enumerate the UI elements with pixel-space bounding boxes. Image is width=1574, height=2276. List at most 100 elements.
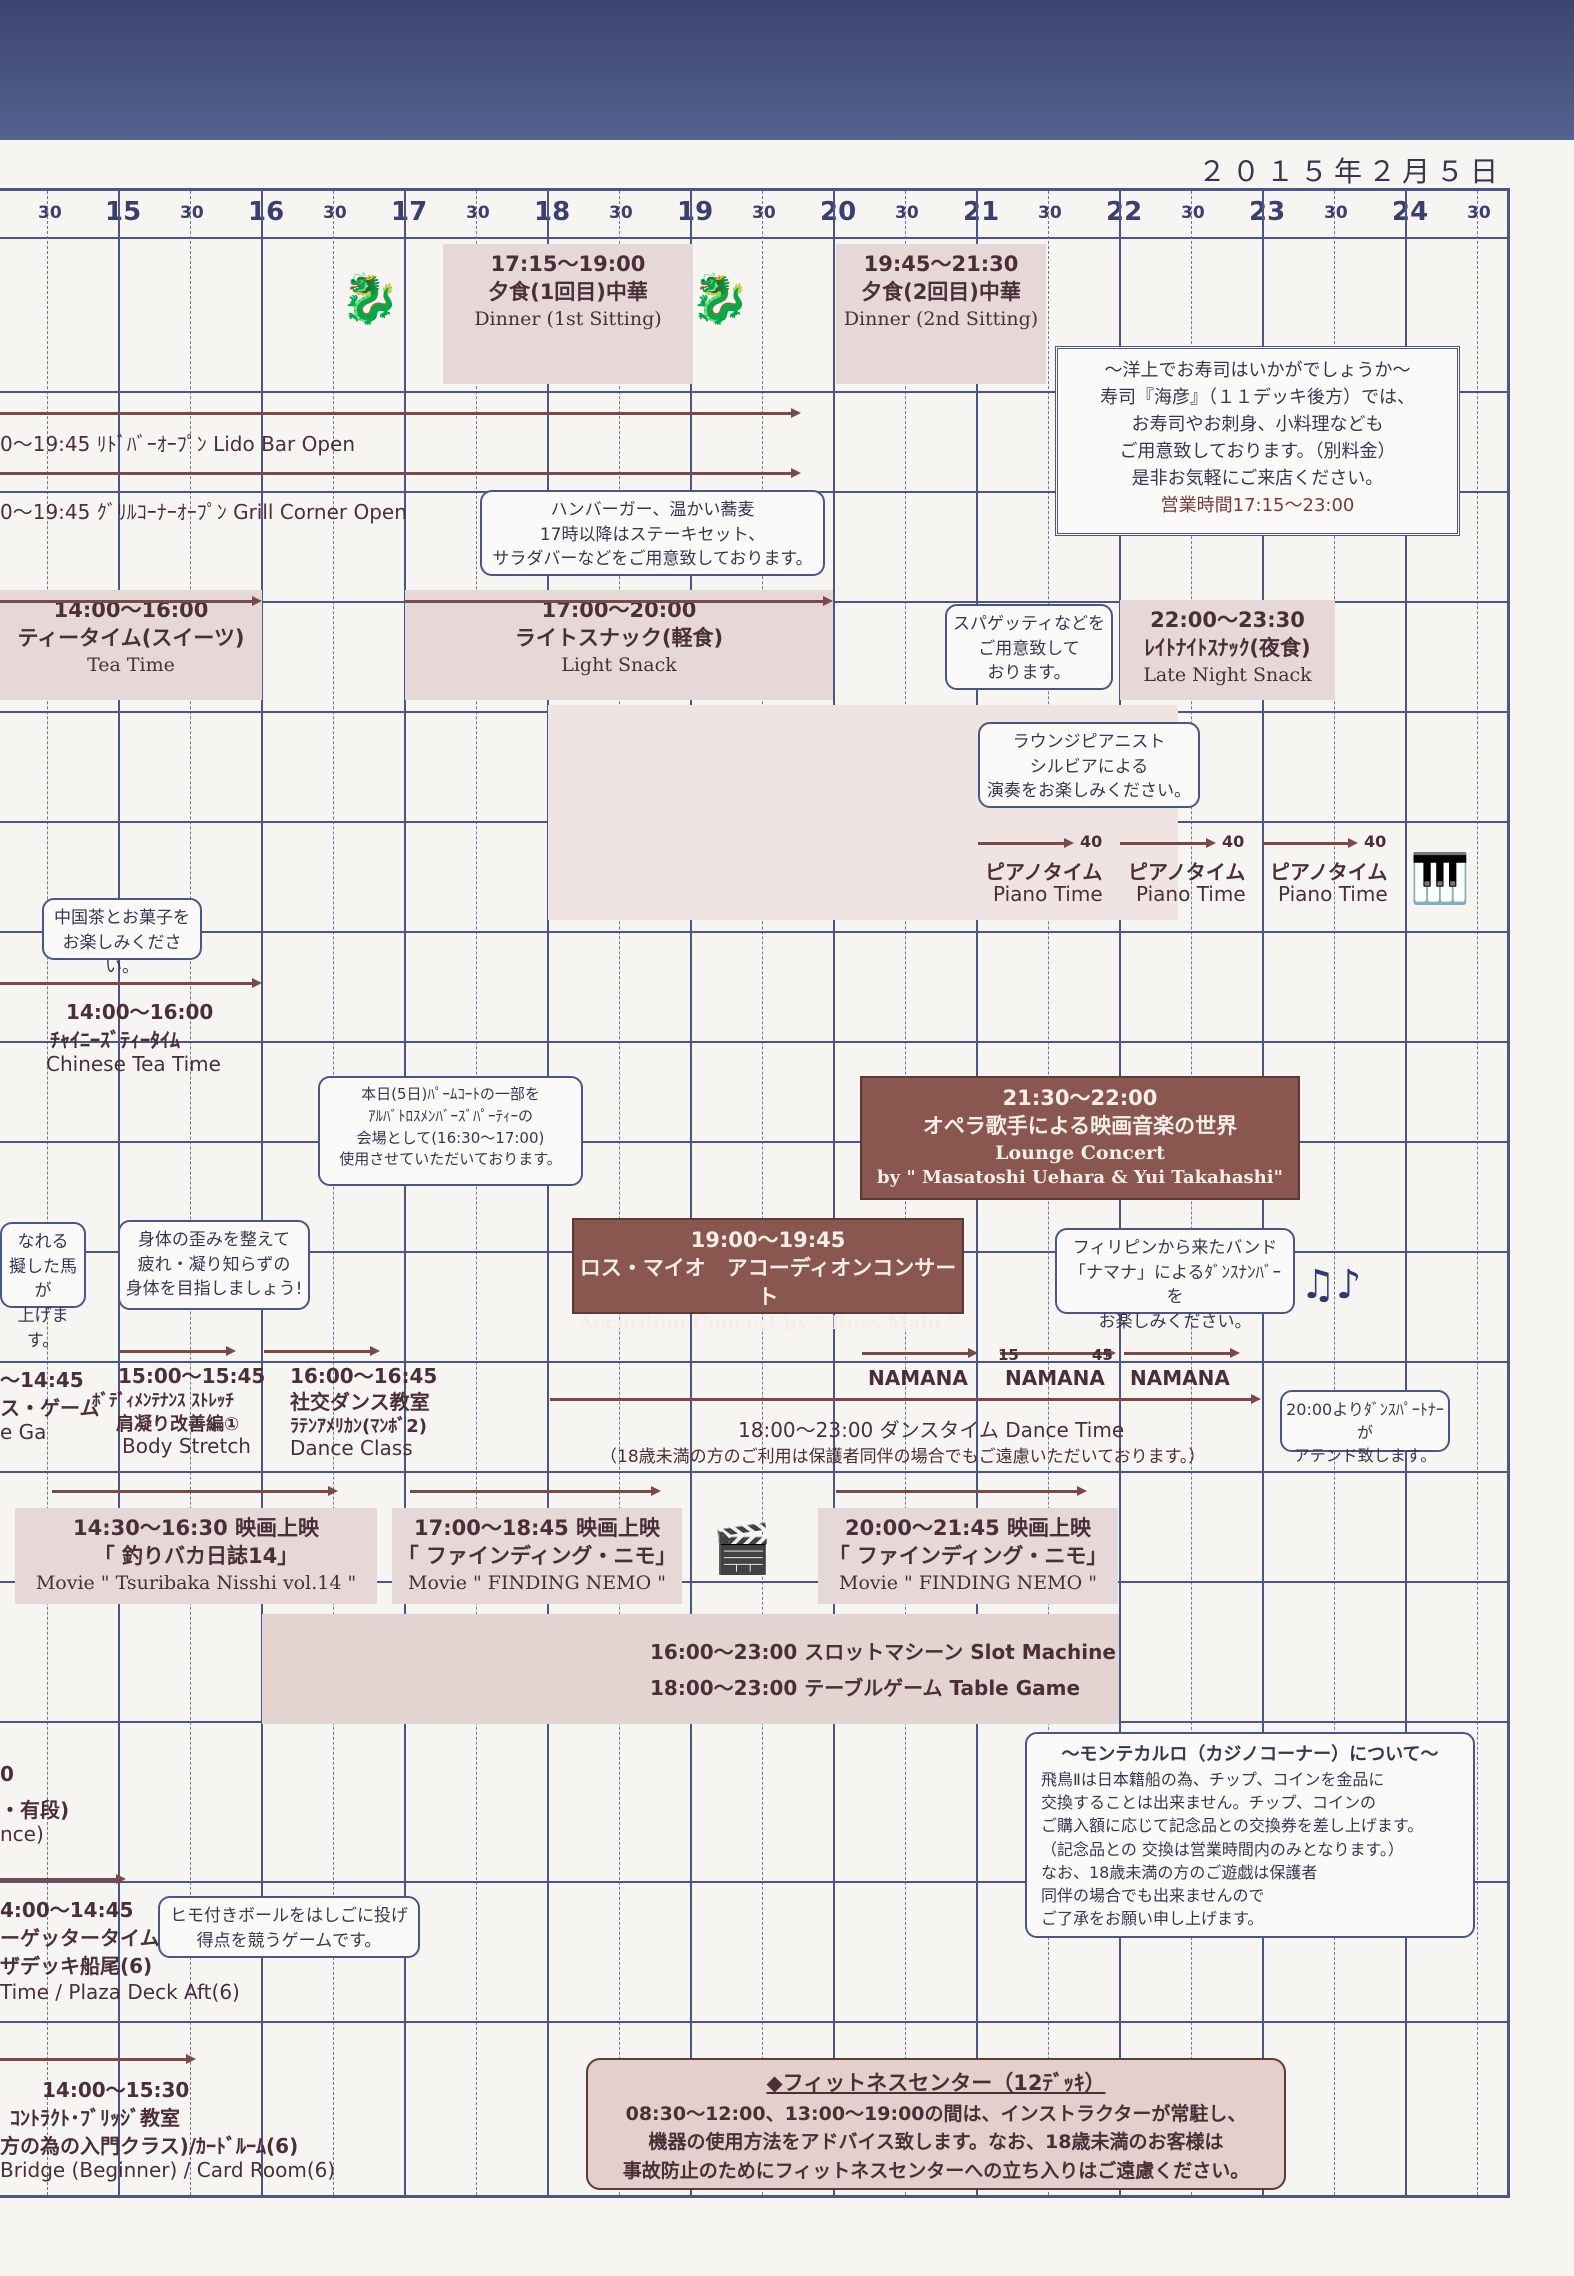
- dinner2-title: 夕食(2回目)中華: [861, 280, 1021, 305]
- sushi-notice: 〜洋上でお寿司はいかがでしょうか〜 寿司『海彦』（１１デッキ後方）では、 お寿司…: [1055, 346, 1460, 536]
- spaghetti-bubble: スパゲッティなどを ご用意致して おります。: [945, 604, 1113, 690]
- gate-en: Time / Plaza Deck Aft(6): [0, 1980, 240, 2004]
- movie3-title: 「 ファインディング・ニモ」: [828, 1544, 1108, 1569]
- bubble-line: 会場として(16:30〜17:00): [356, 1128, 545, 1147]
- opera-performers: by " Masatoshi Uehara & Yui Takahashi": [877, 1167, 1283, 1189]
- tick-21: 21: [963, 197, 1000, 227]
- tick-half: 30: [1038, 203, 1062, 223]
- bubble-line: なれる: [17, 1232, 69, 1252]
- tick-15: 15: [105, 197, 142, 227]
- header-band: [0, 0, 1574, 140]
- grill-arrow: [0, 468, 801, 478]
- bubble-line: スパゲッティなどを: [953, 614, 1105, 634]
- piano-min: 40: [1364, 832, 1387, 851]
- chinese-tea-title: ﾁｬｲﾆｰｽﾞﾃｨｰﾀｲﾑ: [50, 1028, 180, 1052]
- movie2-arrow: [410, 1486, 661, 1496]
- casino-line: 交換することは出来ません。チップ、コインの: [1041, 1793, 1377, 1813]
- horse-bubble: なれる 擬した馬が 上げます。: [0, 1222, 86, 1351]
- opera-time: 21:30〜22:00: [1002, 1086, 1158, 1110]
- tick-22: 22: [1106, 197, 1143, 227]
- piano-en: Piano Time: [993, 882, 1103, 906]
- bubble-line: ｱﾙﾊﾞﾄﾛｽﾒﾝﾊﾞｰｽﾞﾊﾟｰﾃｨｰの: [367, 1106, 533, 1125]
- light-en: Light Snack: [561, 653, 677, 676]
- bubble-line: お楽しみください。: [62, 932, 182, 978]
- casino-line: ご了承をお願い申し上げます。: [1041, 1909, 1264, 1929]
- late-title: ﾚｲﾄﾅｲﾄｽﾅｯｸ(夜食): [1144, 636, 1311, 661]
- fitness-line: 事故防止のためにフィットネスセンターへの立ち入りはご遠慮ください。: [622, 2159, 1250, 2182]
- tick-half: 30: [752, 203, 776, 223]
- fitness-center-notice: ◆フィットネスセンター（12ﾃﾞｯｷ） 08:30〜12:00、13:00〜19…: [586, 2058, 1286, 2190]
- sushi-hours: 営業時間17:15〜23:00: [1160, 495, 1355, 516]
- partner-bubble: 20:00よりﾀﾞﾝｽﾊﾟｰﾄﾅｰが アテンド致します。: [1280, 1390, 1450, 1465]
- bubble-line: 20:00よりﾀﾞﾝｽﾊﾟｰﾄﾅｰが: [1286, 1400, 1444, 1443]
- piano-min: 40: [1080, 832, 1103, 851]
- casino-line: なお、18歳未満の方のご遊戯は保護者: [1041, 1862, 1318, 1882]
- go-en-fragment: nce): [0, 1822, 44, 1846]
- lido-bar-open: 0〜19:45 ﾘﾄﾞﾊﾞｰｵｰﾌﾟﾝ Lido Bar Open: [0, 432, 356, 456]
- late-time: 22:00〜23:30: [1150, 608, 1305, 632]
- bubble-line: サラダバーなどをご用意致しております。: [492, 549, 813, 570]
- sushi-line: 寿司『海彦』（１１デッキ後方）では、: [1100, 387, 1415, 408]
- opera-title: オペラ歌手による映画音楽の世界: [922, 1114, 1238, 1139]
- time-ruler: 30 15 30 16 30 17 30 18 30 19 30 20 30 2…: [0, 191, 1507, 239]
- fitness-line: 08:30〜12:00、13:00〜19:00の間は、インストラクターが常駐し、: [625, 2102, 1247, 2125]
- namana-arrow: [1124, 1348, 1240, 1358]
- piano-icon: 🎹: [1410, 851, 1470, 907]
- bubble-line: 身体の歪みを整えて: [137, 1230, 291, 1250]
- tick-half: 30: [38, 203, 62, 223]
- game-en: e Ga: [0, 1420, 47, 1444]
- bridge-en: Bridge (Beginner) / Card Room(6): [0, 2158, 336, 2182]
- movie2-time: 17:00〜18:45 映画上映: [413, 1516, 660, 1540]
- casino-title: 〜モンテカルロ（カジノコーナー）について〜: [1061, 1744, 1439, 1765]
- tea-en: Tea Time: [87, 653, 175, 676]
- tick-23: 23: [1249, 197, 1286, 227]
- gate-place: ザデッキ船尾(6): [0, 1954, 153, 1978]
- music-notes-icon: ♫♪: [1300, 1262, 1362, 1308]
- bubble-line: ご用意致して: [978, 638, 1080, 659]
- tick-20: 20: [820, 197, 857, 227]
- lido-arrow: [0, 408, 801, 418]
- tick-24: 24: [1392, 197, 1429, 227]
- grill-corner-open: 0〜19:45 ｸﾞﾘﾙｺｰﾅｰｵｰﾌﾟﾝ Grill Corner Open: [0, 500, 407, 524]
- tick-half: 30: [1181, 203, 1205, 223]
- dragon-icon: 🐉: [340, 271, 400, 327]
- bridge-time: 14:00〜15:30: [42, 2078, 190, 2102]
- movie3-time: 20:00〜21:45 映画上映: [844, 1516, 1091, 1540]
- sushi-line: お寿司やお刺身、小料理なども: [1131, 414, 1384, 435]
- namana-label: NAMANA: [1130, 1366, 1230, 1390]
- light-arrow: [405, 596, 833, 606]
- dinner-1st-block: 17:15〜19:00 夕食(1回目)中華 Dinner (1st Sittin…: [443, 244, 693, 384]
- dinner2-time: 19:45〜21:30: [863, 252, 1019, 276]
- bubble-line: シルビアによる: [1029, 756, 1149, 777]
- stretch-en: Body Stretch: [122, 1434, 251, 1458]
- palm-court-bubble: 本日(5日)ﾊﾟｰﾑｺｰﾄの一部を ｱﾙﾊﾞﾄﾛｽﾒﾝﾊﾞｰｽﾞﾊﾟｰﾃｨｰの …: [318, 1076, 583, 1186]
- movie2-block: 17:00〜18:45 映画上映 「 ファインディング・ニモ」 Movie " …: [392, 1508, 682, 1604]
- tea-arrow: [0, 596, 262, 606]
- clapperboard-icon: 🎬: [712, 1521, 772, 1577]
- chinese-tea-arrow: [0, 978, 262, 988]
- piano-en: Piano Time: [1136, 882, 1246, 906]
- piano-title: ピアノタイム: [1128, 860, 1246, 884]
- ball-game-bubble: ヒモ付きボールをはしごに投げ 得点を競うゲームです。: [158, 1896, 420, 1958]
- bubble-line: アテンド致します。: [1293, 1446, 1437, 1466]
- tick-half: 30: [323, 203, 347, 223]
- bubble-line: 身体を目指しましょう!: [125, 1279, 303, 1300]
- namana-label: NAMANA: [868, 1366, 968, 1390]
- sushi-line: ご用意致しております。（別料金）: [1119, 441, 1396, 462]
- dinner1-time: 17:15〜19:00: [490, 252, 646, 276]
- movie1-block: 14:30〜16:30 映画上映 「 釣りバカ日誌14」 Movie " Tsu…: [15, 1508, 377, 1604]
- tick-18: 18: [534, 197, 571, 227]
- namana-min15: 15: [998, 1346, 1019, 1364]
- dinner1-title: 夕食(1回目)中華: [488, 280, 648, 305]
- tick-19: 19: [677, 197, 714, 227]
- piano-arrow: [978, 838, 1074, 848]
- go-title-fragment: ・有段): [0, 1798, 70, 1822]
- casino-notice: 〜モンテカルロ（カジノコーナー）について〜 飛鳥Ⅱは日本籍船の為、チップ、コイン…: [1025, 1732, 1475, 1938]
- bubble-line: 疲れ・凝り知らずの: [137, 1254, 291, 1275]
- tick-half: 30: [466, 203, 490, 223]
- slot-machine: 16:00〜23:00 スロットマシーン Slot Machine: [650, 1640, 1116, 1664]
- late-en: Late Night Snack: [1143, 663, 1312, 686]
- tick-half: 30: [180, 203, 204, 223]
- schedule-date: ２０１５年２月５日: [1197, 155, 1504, 188]
- movie2-title: 「 ファインディング・ニモ」: [397, 1544, 677, 1569]
